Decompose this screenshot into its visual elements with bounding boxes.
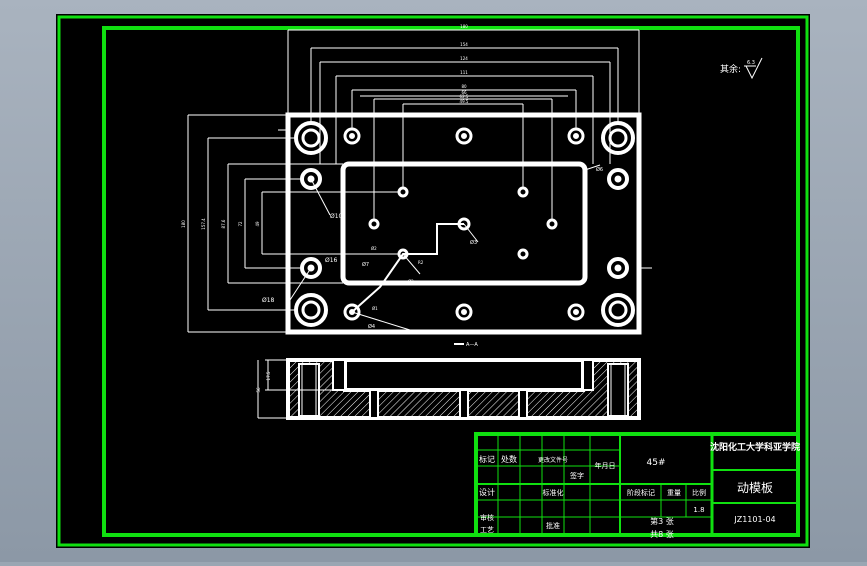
ejector-hole: [517, 248, 529, 260]
title-block: [474, 432, 800, 537]
surface-value: 6.3: [747, 60, 755, 66]
callout-d10: Ø10: [330, 213, 343, 220]
leader-line: [351, 311, 411, 331]
callout-d2b: Ø2: [408, 279, 414, 284]
leader-line: [584, 164, 601, 171]
hdr-stage: 阶段标记: [627, 488, 655, 497]
leader-line: [463, 223, 479, 243]
roughness-symbol: [745, 57, 763, 80]
dim-87-6: 87.6: [221, 219, 226, 228]
callout-d4: Ø4: [368, 323, 375, 330]
plate-outline: [285, 112, 642, 335]
leader-line: [310, 178, 331, 216]
section-step: [582, 359, 594, 391]
callout-r2: R2: [418, 260, 424, 265]
guide-hole: [601, 293, 635, 327]
dim-49-5: 49.5: [460, 99, 469, 104]
dim-72: 72: [238, 221, 243, 227]
hdr-process: 工艺: [480, 526, 494, 534]
section-bore-inner: [610, 363, 626, 417]
dim-180-v: 180: [181, 220, 186, 228]
leader-line: [402, 253, 421, 275]
material: 45#: [647, 458, 666, 468]
return-pin-hole: [607, 257, 629, 279]
drawing-number: JZ1101-04: [733, 515, 775, 524]
hdr-weight: 重量: [667, 489, 681, 497]
sheet-total: 共8 张: [650, 530, 674, 539]
sheet-number: 第3 张: [650, 516, 674, 526]
surface-note: 其余:: [720, 63, 741, 75]
plan-view: [187, 29, 652, 335]
screw-hole: [567, 127, 585, 145]
return-pin-hole: [607, 168, 629, 190]
section-step: [332, 359, 346, 391]
leader-line: [289, 267, 312, 301]
hdr-sign: 签字: [570, 471, 584, 480]
hdr-count: 处数: [501, 454, 517, 464]
callout-d2: Ø2: [371, 246, 377, 251]
section-label: A—A: [466, 342, 478, 348]
screw-hole: [455, 127, 473, 145]
callout-d18: Ø18: [262, 297, 275, 304]
runner-channel: [351, 223, 464, 313]
cavity-pocket: [340, 161, 588, 286]
hdr-design: 设计: [479, 487, 495, 497]
part-name: 动模板: [737, 481, 773, 495]
dimension-texts: 180 154 124 111 80 66 62.5 49.5 180 157.…: [181, 24, 755, 393]
dim-111: 111: [460, 70, 468, 75]
dim-80: 80: [461, 84, 467, 89]
screw-hole: [567, 303, 585, 321]
callout-d6: Ø6: [596, 166, 603, 173]
hdr-approve: 批准: [546, 521, 560, 530]
inner-border: [102, 26, 800, 537]
screw-hole: [343, 127, 361, 145]
callout-d16: Ø16: [325, 257, 338, 264]
dim-180-h: 180: [460, 24, 468, 29]
dim-62-5: 62.5: [460, 94, 469, 99]
dim-154: 154: [460, 42, 468, 47]
hdr-standard: 标准化: [543, 488, 564, 497]
dim-157-4: 157.4: [201, 218, 206, 230]
callout-d1: Ø1: [372, 306, 378, 311]
callout-d3: Ø3: [470, 239, 477, 246]
section-ejector-slot: [369, 389, 379, 419]
callout-d7: Ø7: [362, 261, 369, 268]
section-ejector-slot: [518, 389, 528, 419]
dim-49: 49: [255, 221, 260, 227]
top-dimensions: [287, 29, 640, 220]
hdr-mark: 标记: [479, 454, 495, 464]
hdr-date: 年月日: [595, 461, 616, 470]
outer-border: [57, 15, 809, 547]
dim-66: 66: [461, 90, 467, 95]
title-block-texts: 沈阳化工大学科亚学院 动模板 JZ1101-04 45# 1.8 第3 张 共8…: [479, 441, 800, 539]
scale-value: 1.8: [693, 506, 704, 514]
section-pocket: [343, 358, 585, 392]
school-name: 沈阳化工大学科亚学院: [710, 441, 800, 453]
dim-124: 124: [460, 56, 468, 61]
left-dimensions: [187, 114, 399, 333]
hdr-zone: 更改文件号: [538, 456, 568, 464]
screw-hole: [455, 303, 473, 321]
hdr-ratio: 比例: [692, 488, 706, 497]
hdr-check: 审核: [480, 513, 494, 522]
section-view: [257, 358, 641, 420]
section-ejector-slot: [459, 389, 469, 419]
